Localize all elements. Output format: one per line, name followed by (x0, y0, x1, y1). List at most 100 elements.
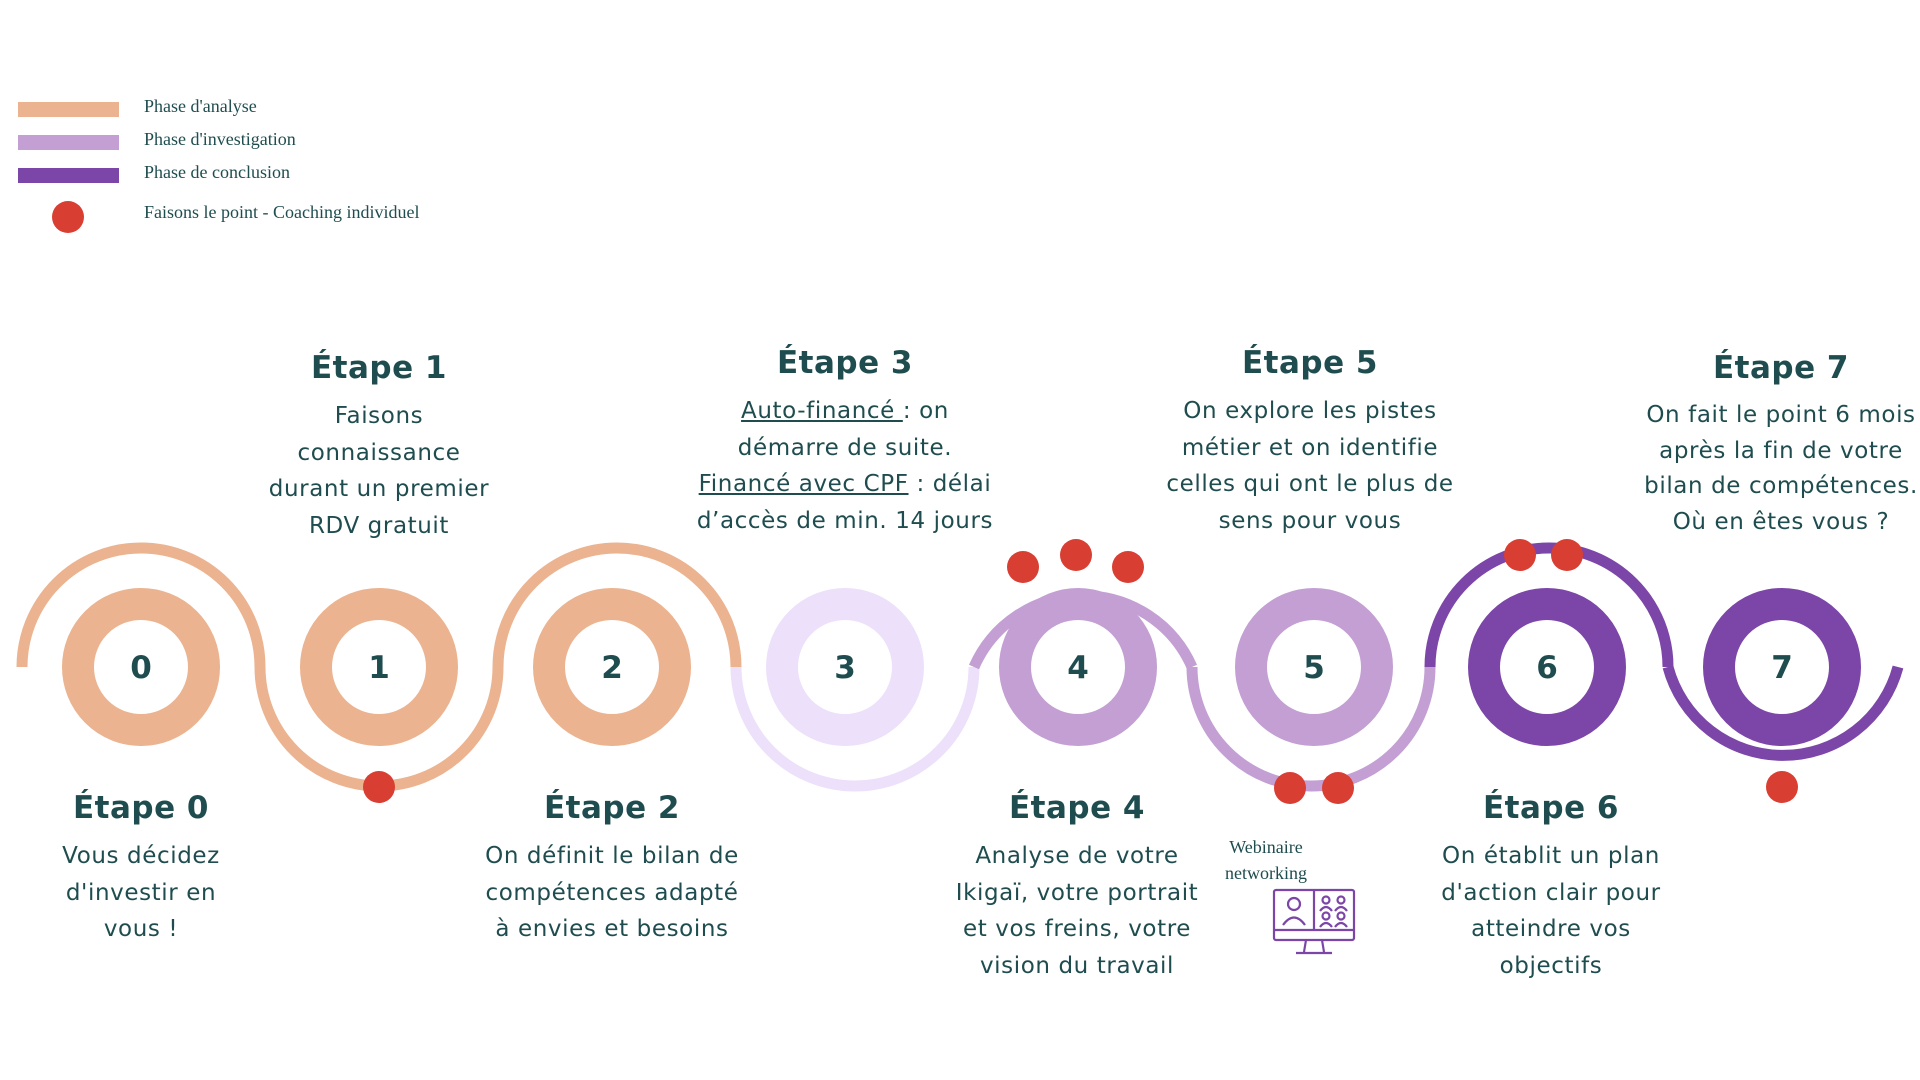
step-description-line: d’accès de min. 14 jours (696, 507, 994, 534)
step-title: Étape 6 (1483, 790, 1619, 826)
step-ring-6 (1468, 588, 1626, 746)
step-description: On fait le point 6 mois après la fin de … (1631, 398, 1920, 540)
step-description-line: On explore les pistes (1183, 398, 1437, 424)
step-description-line: d'investir en (65, 879, 217, 906)
legend-label: Phase d'investigation (144, 129, 296, 149)
step-description-line: atteindre vos (1471, 916, 1631, 942)
arc-step-6 (1424, 542, 1674, 668)
legend-swatch-analyse (18, 102, 119, 117)
step-title: Étape 5 (1242, 345, 1378, 381)
step-ring-3 (766, 588, 924, 746)
step-description: Analyse de votre Ikigaï, votre portrait … (927, 838, 1227, 984)
legend-item-point: Faisons le point - Coaching individuel (18, 201, 538, 233)
step-description-line: RDV gratuit (308, 512, 450, 539)
legend-label: Phase de conclusion (144, 162, 290, 182)
step-card-4: Étape 4 Analyse de votre Ikigaï, votre p… (927, 790, 1227, 984)
step-description-line: celles qui ont le plus de (1166, 471, 1454, 497)
step-description-line: Faisons (334, 403, 424, 429)
step-description-line: Financé avec CPF : délai (665, 466, 1025, 503)
webinar-line: Webinaire (1229, 837, 1303, 857)
webinar-line: networking (1225, 863, 1307, 883)
step-card-0: Étape 0 Vous décidez d'investir en vous … (11, 790, 271, 948)
step-ring-2 (533, 588, 691, 746)
coaching-point-dot (1007, 551, 1039, 583)
step-card-6: Étape 6 On établit un plan d'action clai… (1401, 790, 1701, 984)
video-conference-icon (1272, 888, 1356, 955)
step-description-line: sens pour vous (1218, 507, 1402, 534)
step-description-line: d'action clair pour (1441, 879, 1661, 906)
auto-finance-link[interactable]: Auto-financé (741, 398, 903, 424)
step-title: Étape 2 (544, 790, 680, 826)
arc-step-7 (1662, 665, 1904, 761)
legend-label: Phase d'analyse (144, 96, 257, 116)
coaching-point-dot (1060, 539, 1092, 571)
step-description-line: On définit le bilan de (485, 843, 739, 869)
step-number-6: 6 (1536, 650, 1558, 686)
step-description-line: après la fin de votre (1659, 437, 1903, 464)
step-description: Auto-financé : on démarre de suite. Fina… (665, 393, 1025, 539)
step-description-text: : on (902, 398, 949, 424)
arc-step-0 (16, 542, 266, 668)
step-description-line: Vous décidez (62, 843, 220, 869)
step-card-5: Étape 5 On explore les pistes métier et … (1130, 345, 1490, 539)
step-number-3: 3 (834, 650, 856, 686)
step-title: Étape 0 (73, 790, 209, 826)
step-title: Étape 1 (311, 350, 447, 386)
step-description: On explore les pistes métier et on ident… (1130, 393, 1490, 539)
step-description: Vous décidez d'investir en vous ! (11, 838, 271, 948)
coaching-point-dot (1322, 772, 1354, 804)
legend-item-analyse: Phase d'analyse (18, 96, 538, 122)
step-ring-5 (1235, 588, 1393, 746)
legend-label: Faisons le point - Coaching individuel (144, 202, 420, 222)
step-title: Étape 4 (1009, 790, 1145, 826)
arc-step-5 (1186, 666, 1436, 792)
step-number-1: 1 (368, 650, 390, 686)
step-description-line: démarre de suite. (737, 434, 953, 461)
legend-swatch-investigation (18, 135, 119, 150)
step-description-line: On fait le point 6 mois (1646, 402, 1916, 428)
step-description: Faisons connaissance durant un premier R… (209, 398, 549, 544)
step-card-1: Étape 1 Faisons connaissance durant un p… (209, 350, 549, 544)
arc-step-3 (730, 666, 980, 792)
webinar-networking-label: Webinaire networking (1191, 834, 1341, 886)
arc-step-2 (492, 542, 742, 668)
cpf-finance-link[interactable]: Financé avec CPF (698, 471, 909, 497)
step-number-5: 5 (1303, 650, 1325, 686)
step-number-4: 4 (1067, 650, 1089, 686)
step-title: Étape 3 (777, 345, 913, 381)
step-description-line: et vos freins, votre (962, 916, 1192, 942)
coaching-point-dot (1766, 771, 1798, 803)
legend-point-dot (52, 201, 84, 233)
step-ring-0 (62, 588, 220, 746)
step-description-line: compétences adapté (485, 879, 739, 906)
step-description-line: On établit un plan (1442, 843, 1660, 869)
coaching-point-dot (363, 771, 395, 803)
step-description-line: Analyse de votre (975, 843, 1179, 869)
step-description: On définit le bilan de compétences adapt… (442, 838, 782, 948)
step-card-3: Étape 3 Auto-financé : on démarre de sui… (665, 345, 1025, 539)
legend-swatch-conclusion (18, 168, 119, 183)
step-description-line: vous ! (103, 916, 179, 942)
step-description-line: objectifs (1499, 952, 1603, 979)
coaching-point-dot (1551, 539, 1583, 571)
step-number-7: 7 (1771, 650, 1793, 686)
step-description-line: Où en êtes vous ? (1672, 508, 1890, 535)
legend-item-investigation: Phase d'investigation (18, 129, 538, 155)
step-description-line: connaissance (297, 439, 461, 466)
coaching-point-dot (1274, 772, 1306, 804)
step-description-line: Auto-financé : on (665, 393, 1025, 430)
step-ring-1 (300, 588, 458, 746)
coaching-point-dot (1112, 551, 1144, 583)
step-description-line: à envies et besoins (495, 916, 729, 942)
step-description-line: métier et on identifie (1181, 434, 1439, 461)
step-number-2: 2 (601, 650, 623, 686)
legend-item-conclusion: Phase de conclusion (18, 162, 538, 188)
step-description-line: bilan de compétences. (1644, 473, 1918, 499)
step-number-0: 0 (130, 650, 152, 686)
step-ring-7 (1703, 588, 1861, 746)
step-description: On établit un plan d'action clair pour a… (1401, 838, 1701, 984)
step-description-line: Ikigaï, votre portrait (955, 879, 1199, 906)
coaching-point-dot (1504, 539, 1536, 571)
step-title: Étape 7 (1713, 350, 1849, 386)
